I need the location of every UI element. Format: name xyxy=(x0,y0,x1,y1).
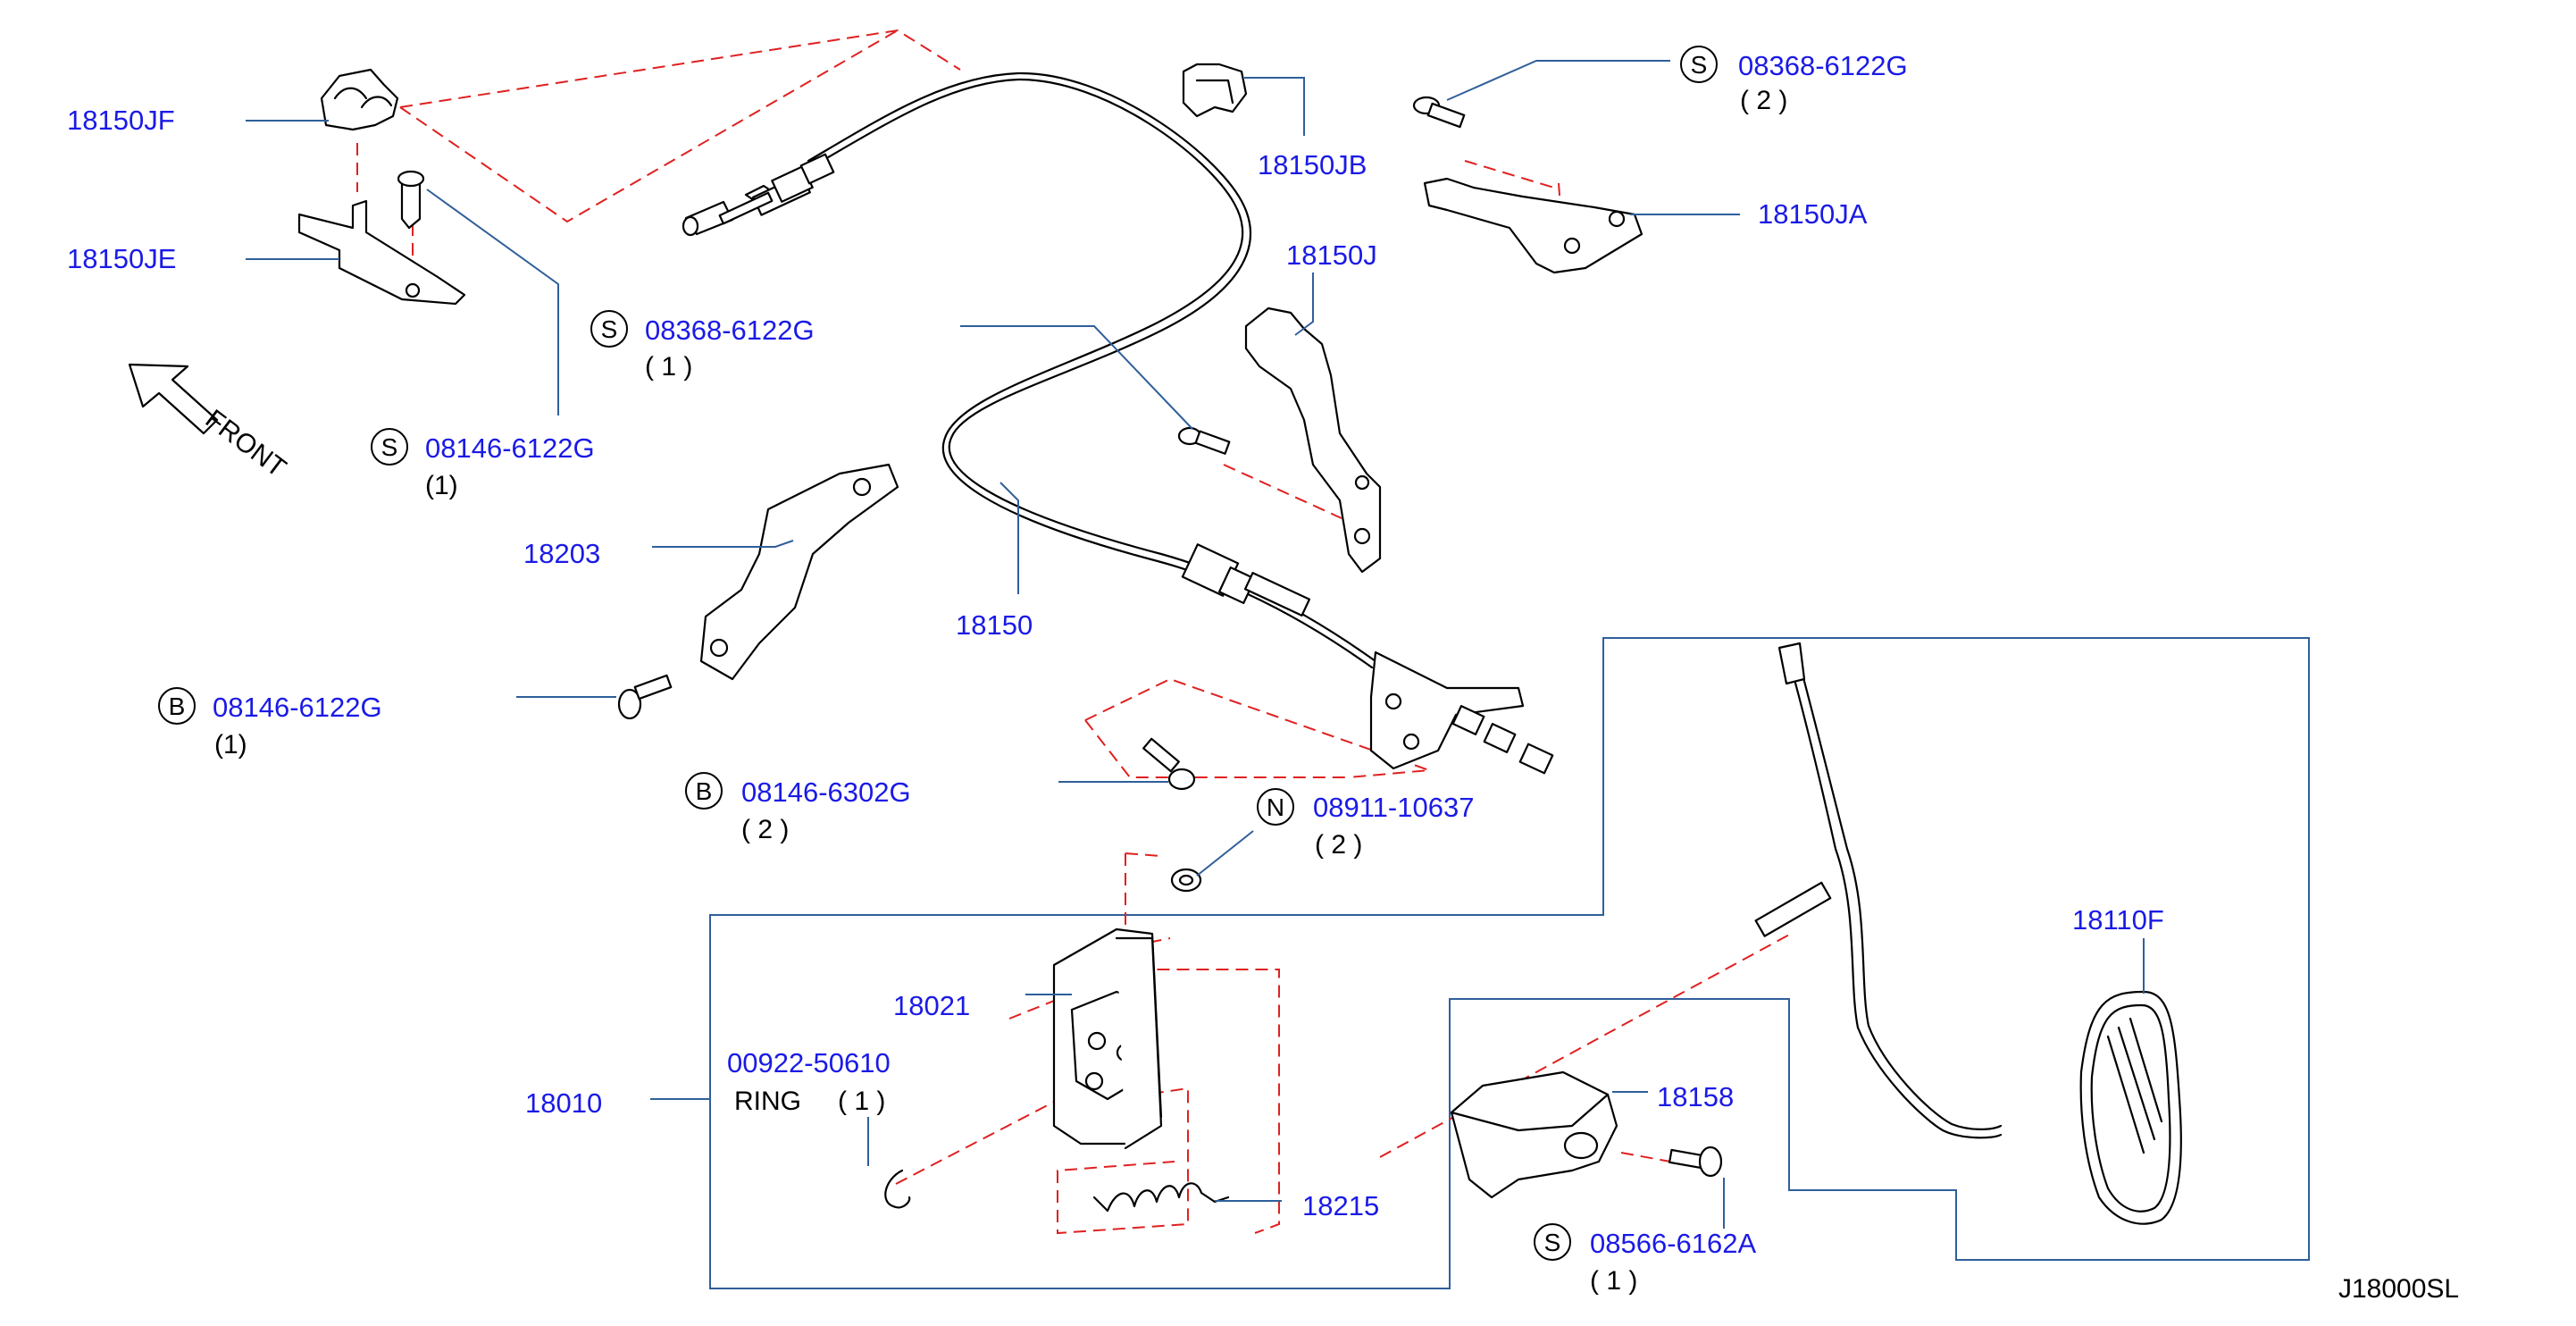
bracket-18203 xyxy=(699,463,899,681)
symbol-badge xyxy=(1257,788,1294,826)
fastener-qty: (1) xyxy=(214,730,247,760)
ring-00922-50610 xyxy=(884,1169,911,1209)
fastener-qty: (1) xyxy=(425,471,458,500)
symbol-letter: N xyxy=(1267,793,1284,821)
symbol-letter: B xyxy=(696,777,713,805)
part-labels: 18150JF 18150JE 18150JB 18150JA 18150J 1… xyxy=(67,105,2164,1221)
label-18110F: 18110F xyxy=(2072,904,2164,936)
fastener-08146-6122G-b: B 08146-6122G (1) xyxy=(158,687,382,760)
clip-18150JB xyxy=(1182,63,1248,118)
bolt-08368-top xyxy=(1412,96,1466,129)
label-18150JB: 18150JB xyxy=(1258,149,1367,180)
spring-18215 xyxy=(1092,1182,1230,1213)
bracket-18150J xyxy=(1244,306,1382,574)
label-18150JA: 18150JA xyxy=(1758,198,1868,230)
fastener-number: 08146-6122G xyxy=(425,432,595,464)
symbol-badge xyxy=(1680,46,1718,83)
label-18150J: 18150J xyxy=(1286,239,1377,271)
symbol-letter: S xyxy=(1544,1229,1561,1256)
front-direction-indicator: FRONT xyxy=(128,363,291,483)
fastener-08566-6162A: S 08566-6162A ( 1 ) xyxy=(1534,1223,1756,1296)
clip-18150JF xyxy=(320,68,399,131)
label-18215: 18215 xyxy=(1302,1190,1379,1221)
front-arrow-icon xyxy=(128,363,219,435)
fastener-08368-top: S 08368-6122G ( 2 ) xyxy=(1680,46,1908,115)
bolt-08146-6302G xyxy=(1142,737,1196,791)
pedal-arm xyxy=(1754,642,2003,1139)
bolt-08566-6162A xyxy=(1668,1146,1723,1178)
symbol-badge xyxy=(158,687,196,725)
bracket-18021 xyxy=(1052,927,1163,1150)
symbol-letter: B xyxy=(169,692,186,720)
fastener-qty: ( 2 ) xyxy=(741,815,789,844)
fastener-number: 08566-6162A xyxy=(1590,1228,1756,1259)
symbol-badge xyxy=(685,772,723,810)
ring-label-group: 00922-50610 RING ( 1 ) xyxy=(727,1047,891,1116)
nut-08911-10637 xyxy=(1170,868,1202,893)
label-18203: 18203 xyxy=(523,538,600,569)
fastener-qty: ( 1 ) xyxy=(1590,1266,1637,1296)
symbol-letter: S xyxy=(601,315,618,343)
fastener-08911-10637: N 08911-10637 ( 2 ) xyxy=(1257,788,1474,860)
symbol-badge xyxy=(1534,1223,1571,1261)
front-label: FRONT xyxy=(200,404,291,483)
fastener-number: 08146-6122G xyxy=(213,692,382,723)
ring-name: RING xyxy=(734,1087,801,1116)
fastener-08146-s: S 08146-6122G (1) xyxy=(371,428,595,500)
label-18150JF: 18150JF xyxy=(67,105,175,136)
cable-end-bracket xyxy=(1369,650,1554,775)
symbol-letter: S xyxy=(381,433,398,461)
label-18010: 18010 xyxy=(525,1087,602,1119)
fastener-qty: ( 2 ) xyxy=(1740,86,1787,115)
label-18021: 18021 xyxy=(893,990,970,1021)
ring-number: 00922-50610 xyxy=(727,1047,891,1078)
leader-lines xyxy=(246,60,2145,1229)
fastener-number: 08146-6302G xyxy=(741,776,911,808)
symbol-badge xyxy=(371,428,408,466)
label-18150: 18150 xyxy=(956,609,1033,641)
throttle-cable-18150 xyxy=(682,71,1377,669)
fastener-number: 08368-6122G xyxy=(1738,50,1908,81)
fastener-08368-mid: S 08368-6122G ( 1 ) xyxy=(590,310,815,382)
assembly-box-18158 xyxy=(1450,998,1957,1260)
symbol-badge xyxy=(590,310,628,348)
pedal-pad-18110F xyxy=(2079,990,2182,1225)
fastener-qty: ( 2 ) xyxy=(1315,830,1362,860)
symbol-letter: S xyxy=(1691,51,1708,79)
fastener-number: 08368-6122G xyxy=(645,315,815,346)
fastener-number: 08911-10637 xyxy=(1313,792,1474,823)
bolt-08146-6122G xyxy=(617,674,673,720)
stopper-18158 xyxy=(1450,1070,1618,1199)
label-18150JE: 18150JE xyxy=(67,243,176,274)
ring-qty: ( 1 ) xyxy=(838,1087,885,1116)
fastener-qty: ( 1 ) xyxy=(645,352,692,382)
bracket-18150JA xyxy=(1423,177,1643,274)
bracket-18150JE xyxy=(297,170,466,306)
bolt-08368-mid xyxy=(1177,426,1231,455)
diagram-code: J18000SL xyxy=(2338,1274,2459,1304)
fastener-08146-6302G: B 08146-6302G ( 2 ) xyxy=(685,772,911,844)
label-18158: 18158 xyxy=(1657,1081,1734,1112)
